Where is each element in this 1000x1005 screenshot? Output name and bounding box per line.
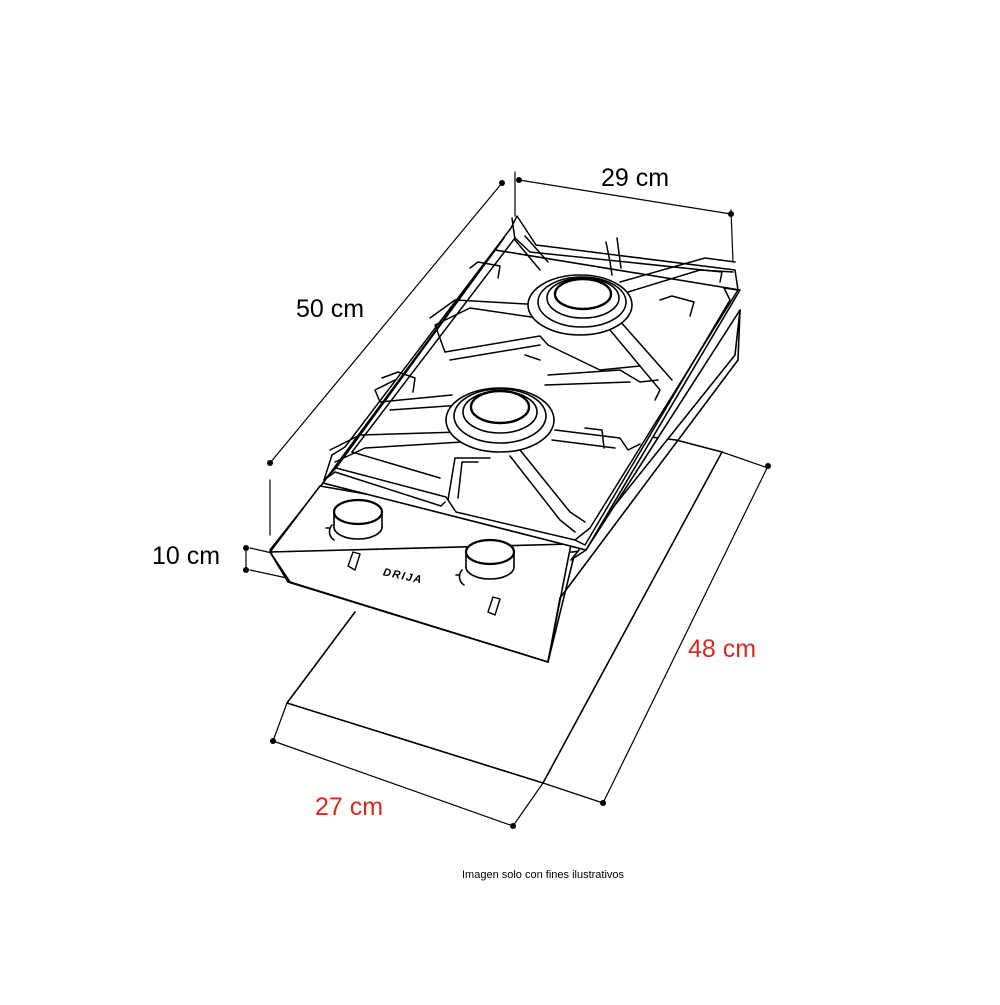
right-knob [455,538,516,586]
dimension-endpoints [243,177,771,829]
dimension-height-label: 10 cm [152,542,221,570]
grate [323,215,739,546]
ignition-indicators [347,551,501,616]
dimension-cutout-depth-label: 48 cm [688,635,757,663]
front-burner [445,387,555,453]
dimension-depth-label: 50 cm [296,295,365,323]
dimension-cutout-width-label: 27 cm [315,793,384,821]
left-knob [325,498,384,541]
back-burner [527,274,633,336]
dimension-width-label: 29 cm [601,164,670,192]
illustration-caption: Imagen solo con fines ilustrativos [462,869,625,881]
dimension-lines [245,171,769,827]
